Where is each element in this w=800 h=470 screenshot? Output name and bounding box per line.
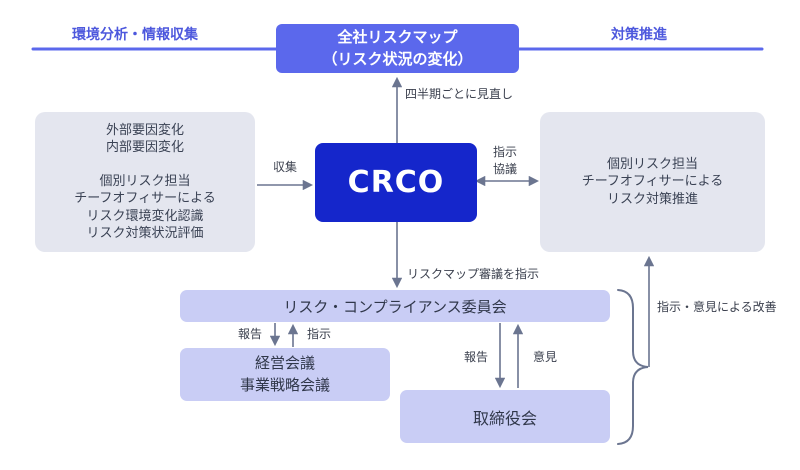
edge-label-improvement: 指示・意見による改善 [657, 300, 777, 314]
node-countermeasure-box: 個別リスク担当 チーフオフィサーによる リスク対策推進 [540, 112, 765, 252]
node-management-meeting: 経営会議 事業戦略会議 [180, 348, 390, 401]
node-risk-compliance-committee: リスク・コンプライアンス委員会 [180, 290, 610, 322]
management-line: 経営会議 [254, 353, 315, 372]
committee-label: リスク・コンプライアンス委員会 [283, 297, 507, 316]
env-line: 内部要因変化 [105, 140, 184, 155]
edge-label-opinion-from-board: 意見 [533, 350, 558, 364]
env-line: 個別リスク担当 [99, 173, 191, 189]
edge-label-report-to-board: 報告 [463, 350, 488, 364]
management-line: 事業戦略会議 [239, 375, 330, 394]
crco-label: CRCO [347, 165, 445, 200]
node-crco: CRCO [315, 143, 477, 222]
edge-label-instruct-from-management: 指示 [307, 327, 332, 341]
env-line: リスク対策状況評価 [86, 226, 204, 241]
edge-label-consult: 協議 [492, 162, 517, 176]
counter-line: チーフオフィサーによる [581, 174, 724, 190]
edge-label-instruct: 指示 [492, 145, 517, 159]
board-label: 取締役会 [472, 408, 537, 428]
edge-label-collect: 収集 [272, 160, 297, 174]
node-environment-analysis-box: 外部要因変化 内部要因変化 個別リスク担当 チーフオフィサーによる リスク環境変… [35, 112, 255, 252]
counter-line: 個別リスク担当 [606, 156, 698, 172]
risk-map-subtitle: （リスク状況の変化） [322, 49, 473, 68]
edge-label-risk-map-review: リスクマップ審議を指示 [407, 267, 540, 281]
counter-line: リスク対策推進 [606, 191, 698, 207]
header-label-environment-analysis: 環境分析・情報収集 [72, 27, 198, 43]
node-company-risk-map: 全社リスクマップ （リスク状況の変化） [276, 24, 519, 73]
header-label-countermeasure-promotion: 対策推進 [611, 27, 667, 43]
risk-map-title: 全社リスクマップ [337, 27, 458, 46]
edge-label-quarterly-review: 四半期ごとに見直し [405, 87, 514, 101]
brace-committee-board-icon [617, 289, 649, 445]
env-line: 外部要因変化 [105, 122, 184, 138]
edge-label-report-to-management: 報告 [237, 327, 262, 341]
env-line: チーフオフィサーによる [74, 191, 216, 206]
node-board-of-directors: 取締役会 [400, 390, 610, 443]
env-line: リスク環境変化認識 [86, 208, 204, 224]
